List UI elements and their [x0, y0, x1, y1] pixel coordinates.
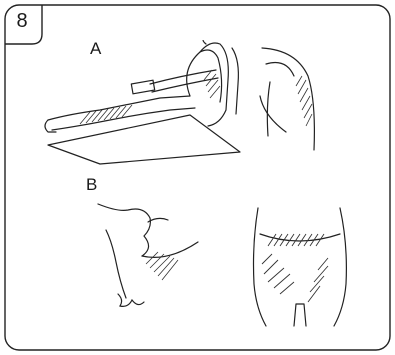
section-b-label: B [86, 176, 97, 193]
bikini-area-illustration [244, 204, 354, 328]
leg-shaving-illustration [40, 40, 250, 165]
neck-illustration [88, 202, 212, 312]
arm-illustration [256, 46, 322, 152]
step-number: 8 [6, 6, 38, 36]
